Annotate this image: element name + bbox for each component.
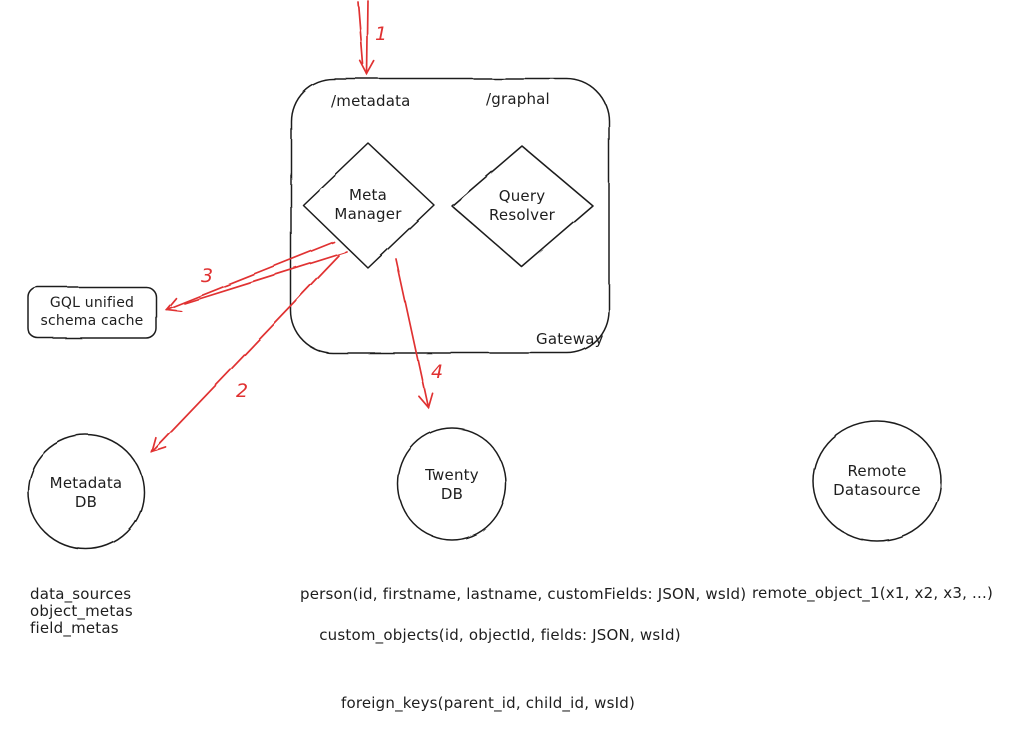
step-1-label: 1 bbox=[375, 23, 388, 45]
gql-cache-label: GQL unified schema cache bbox=[40, 295, 144, 329]
gql-cache-box bbox=[27, 286, 157, 339]
arrow-3-secondary-stroke bbox=[183, 251, 348, 304]
step-3-label: 3 bbox=[201, 265, 214, 287]
arrow-4 bbox=[395, 258, 433, 409]
arrow-3 bbox=[164, 241, 335, 312]
meta-manager-diamond bbox=[302, 142, 435, 269]
remote-datasource-schema: remote_object_1(x1, x2, x3, ...) bbox=[752, 584, 994, 602]
step-2-label: 2 bbox=[236, 380, 249, 402]
remote-datasource-circle bbox=[812, 420, 942, 542]
remote-datasource-label: Remote Datasource bbox=[833, 462, 921, 499]
twenty-db-label: Twenty DB bbox=[425, 466, 479, 503]
step-4-label: 4 bbox=[431, 361, 444, 383]
metadata-db-circle bbox=[27, 434, 145, 550]
arrow-2 bbox=[150, 255, 340, 454]
twenty-db-circle bbox=[397, 427, 507, 541]
meta-manager-label: Meta Manager bbox=[334, 186, 402, 223]
gateway-title: Gateway bbox=[536, 330, 604, 348]
gateway-box bbox=[290, 78, 610, 354]
arrow-1 bbox=[359, 0, 376, 76]
twenty-db-table-foreign-keys: foreign_keys(parent_id, child_id, wsId) bbox=[340, 694, 636, 712]
query-resolver-diamond bbox=[451, 145, 594, 268]
metadata-db-label: Metadata DB bbox=[49, 474, 123, 511]
metadata-db-tables: data_sources object_metas field_metas bbox=[30, 585, 133, 637]
gateway-route-graphql: /graphal bbox=[486, 90, 550, 108]
gateway-route-metadata: /metadata bbox=[331, 92, 411, 110]
twenty-db-table-person: person(id, firstname, lastname, customFi… bbox=[300, 585, 747, 603]
twenty-db-table-custom-objects: custom_objects(id, objectId, fields: JSO… bbox=[319, 626, 681, 644]
query-resolver-label: Query Resolver bbox=[488, 187, 555, 224]
arrow-1-secondary-stroke bbox=[357, 1, 364, 65]
